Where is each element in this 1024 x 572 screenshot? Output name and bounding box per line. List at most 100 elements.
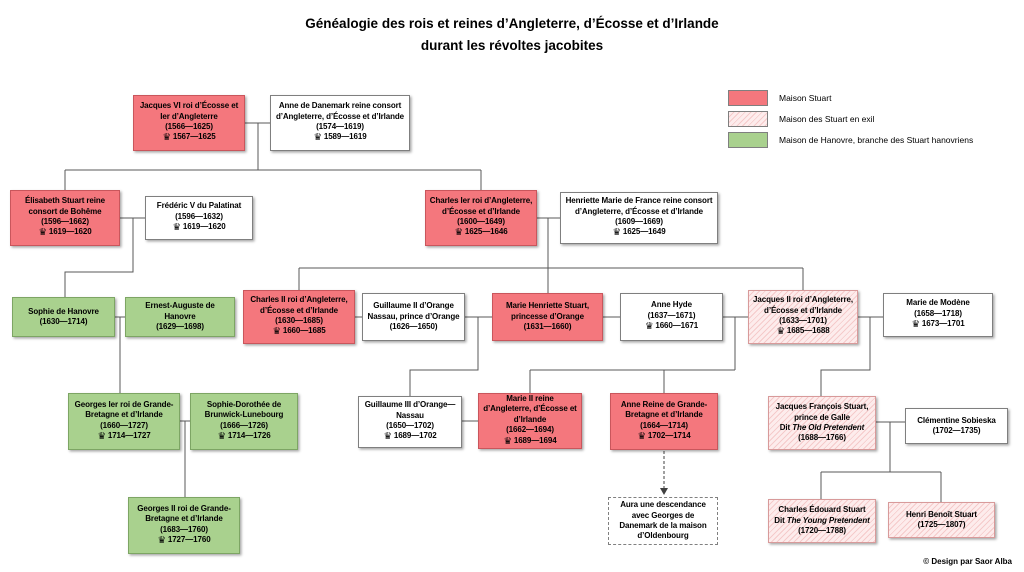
person-name: Georges Ier roi de Grande-Bretagne et d’… (74, 399, 174, 420)
legend-swatch-stuart (728, 90, 768, 106)
person-nickname: Dit The Young Pretendent (774, 515, 870, 525)
person-lifespan: (1566—1625) (165, 122, 213, 132)
person-reign: ♛1673—1701 (911, 319, 964, 331)
person-lifespan: (1666—1726) (220, 420, 268, 430)
person-name: Jacques VI roi d’Écosse et Ier d’Anglete… (139, 101, 239, 121)
person-name: Ernest-Auguste de Hanovre (145, 301, 215, 321)
person-name: Charles Édouard Stuart (778, 505, 866, 515)
person-reign-dates: 1702—1714 (647, 430, 691, 440)
person-reign: ♛1625—1649 (612, 227, 665, 239)
person-lifespan: (1574—1619) (316, 122, 364, 132)
person-reign-dates: 1625—1646 (464, 227, 508, 237)
person-name: Henri Benoît Stuart (906, 509, 977, 519)
person-name: Marie Henriette Stuart, princesse d’Oran… (505, 301, 590, 321)
person-lifespan: (1629—1698) (156, 322, 204, 332)
person-reign: ♛1689—1702 (383, 431, 436, 443)
diagram-title: Généalogie des rois et reines d’Angleter… (0, 13, 1024, 58)
person-name: Anne Hyde (651, 300, 692, 310)
legend-item-maison-hanovre: Maison de Hanovre, branche des Stuart ha… (728, 132, 973, 148)
person-reign-dates: 1660—1671 (655, 321, 699, 331)
crown-icon: ♛ (383, 431, 392, 443)
family-connector-line (820, 317, 871, 396)
person-box-guillaume-iii: Guillaume III d’Orange—Nassau(1650—1702)… (358, 396, 462, 448)
person-reign-dates: 1685—1688 (786, 326, 830, 336)
person-lifespan: (1637—1671) (647, 310, 696, 320)
person-lifespan: (1626—1650) (389, 322, 438, 332)
person-name: Frédéric V du Palatinat (156, 201, 242, 211)
person-box-henriette-marie: Henriette Marie de France reine consort … (560, 192, 718, 244)
person-reign: ♛1727—1760 (157, 535, 210, 547)
crown-icon: ♛ (637, 430, 646, 442)
person-name: Guillaume II d’Orange Nassau, prince d’O… (367, 301, 460, 321)
person-name: Marie II reine d’Angleterre, d’Écosse et… (483, 394, 577, 424)
note-box-note-descendance: Aura une descendance avec Georges de Dan… (608, 497, 718, 545)
person-reign: ♛1567—1625 (162, 132, 215, 144)
person-box-sophie-dorothee: Sophie-Dorothée de Brunwick-Lunebourg(16… (190, 393, 298, 450)
person-name: Jacques François Stuart, prince de Galle (775, 402, 869, 422)
crown-icon: ♛ (776, 326, 785, 338)
legend-label: Maison Stuart (779, 93, 832, 103)
person-name: Marie de Modène (906, 298, 970, 308)
person-reign-dates: 1619—1620 (48, 227, 92, 237)
person-box-marie-modene: Marie de Modène(1658—1718)♛1673—1701 (883, 293, 993, 337)
person-reign: ♛1689—1694 (503, 436, 556, 448)
crown-icon: ♛ (272, 326, 281, 338)
person-reign: ♛1589—1619 (313, 132, 366, 144)
person-reign-dates: 1727—1760 (167, 534, 211, 544)
person-lifespan: (1664—1714) (640, 420, 688, 430)
person-box-ernest-auguste: Ernest-Auguste de Hanovre(1629—1698) (125, 297, 235, 337)
person-reign-dates: 1589—1619 (323, 132, 367, 142)
crown-icon: ♛ (644, 321, 654, 333)
person-lifespan: (1725—1807) (917, 520, 966, 529)
person-box-jacques-vi: Jacques VI roi d’Écosse et Ier d’Anglete… (133, 95, 245, 151)
person-box-sophie-hanovre: Sophie de Hanovre(1630—1714) (12, 297, 115, 337)
person-box-anne-hyde: Anne Hyde(1637—1671)♛1660—1671 (620, 293, 723, 341)
person-reign-dates: 1714—1726 (227, 430, 271, 440)
person-reign-dates: 1673—1701 (921, 319, 965, 329)
crown-icon: ♛ (97, 430, 106, 442)
person-box-charles-ii: Charles II roi d’Angleterre, d’Écosse et… (243, 290, 355, 344)
person-name: Guillaume III d’Orange—Nassau (364, 400, 456, 420)
crown-icon: ♛ (911, 319, 920, 331)
person-nickname-italic: The Young Pretendent (786, 515, 870, 525)
crown-icon: ♛ (162, 132, 171, 144)
person-lifespan: (1633—1701) (779, 316, 827, 326)
legend-label: Maison de Hanovre, branche des Stuart ha… (779, 135, 974, 145)
person-reign: ♛1619—1620 (172, 222, 225, 234)
person-box-georges-ier: Georges Ier roi de Grande-Bretagne et d’… (68, 393, 180, 450)
person-name: Sophie de Hanovre (28, 306, 99, 316)
person-box-charles-ier: Charles Ier roi d’Angleterre, d’Écosse e… (425, 190, 537, 246)
person-reign-dates: 1689—1694 (513, 435, 557, 445)
person-lifespan: (1660—1727) (100, 420, 148, 430)
diagram-title-line1: Généalogie des rois et reines d’Angleter… (305, 16, 719, 31)
person-reign: ♛1660—1671 (645, 321, 698, 333)
person-box-clementine-sobieska: Clémentine Sobieska(1702—1735) (905, 408, 1008, 444)
person-name: Anne Reine de Grande-Bretagne et d’Irlan… (620, 399, 708, 420)
person-nickname: Dit The Old Pretendent (779, 423, 865, 432)
legend-item-stuart-en-exil: Maison des Stuart en exil (728, 111, 973, 127)
person-lifespan: (1650—1702) (386, 421, 434, 431)
person-reign: ♛1660—1685 (272, 326, 325, 338)
person-reign: ♛1625—1646 (454, 227, 507, 239)
person-reign-dates: 1660—1685 (282, 326, 326, 336)
person-lifespan: (1596—1662) (41, 217, 89, 227)
legend-label: Maison des Stuart en exil (779, 114, 875, 124)
person-box-frederic-v: Frédéric V du Palatinat(1596—1632)♛1619—… (145, 196, 253, 240)
person-name: Georges II roi de Grande-Bretagne et d’I… (137, 503, 231, 524)
family-connector-line (409, 317, 479, 396)
legend-swatch-hanover (728, 132, 768, 148)
person-reign: ♛1714—1727 (97, 431, 150, 443)
person-name: Charles Ier roi d’Angleterre, d’Écosse e… (429, 196, 533, 216)
person-reign-dates: 1714—1727 (107, 430, 151, 440)
person-box-georges-ii: Georges II roi de Grande-Bretagne et d’I… (128, 497, 240, 554)
person-box-jacques-francois: Jacques François Stuart, prince de Galle… (768, 396, 876, 450)
person-reign: ♛1714—1726 (217, 431, 270, 443)
person-box-henri-benoit: Henri Benoît Stuart(1725—1807) (888, 502, 995, 538)
person-box-anne-reine: Anne Reine de Grande-Bretagne et d’Irlan… (610, 393, 718, 450)
crown-icon: ♛ (612, 227, 621, 239)
person-box-elisabeth-stuart: Élisabeth Stuart reine consort de Bohême… (10, 190, 120, 246)
legend-swatch-exile (728, 111, 768, 127)
